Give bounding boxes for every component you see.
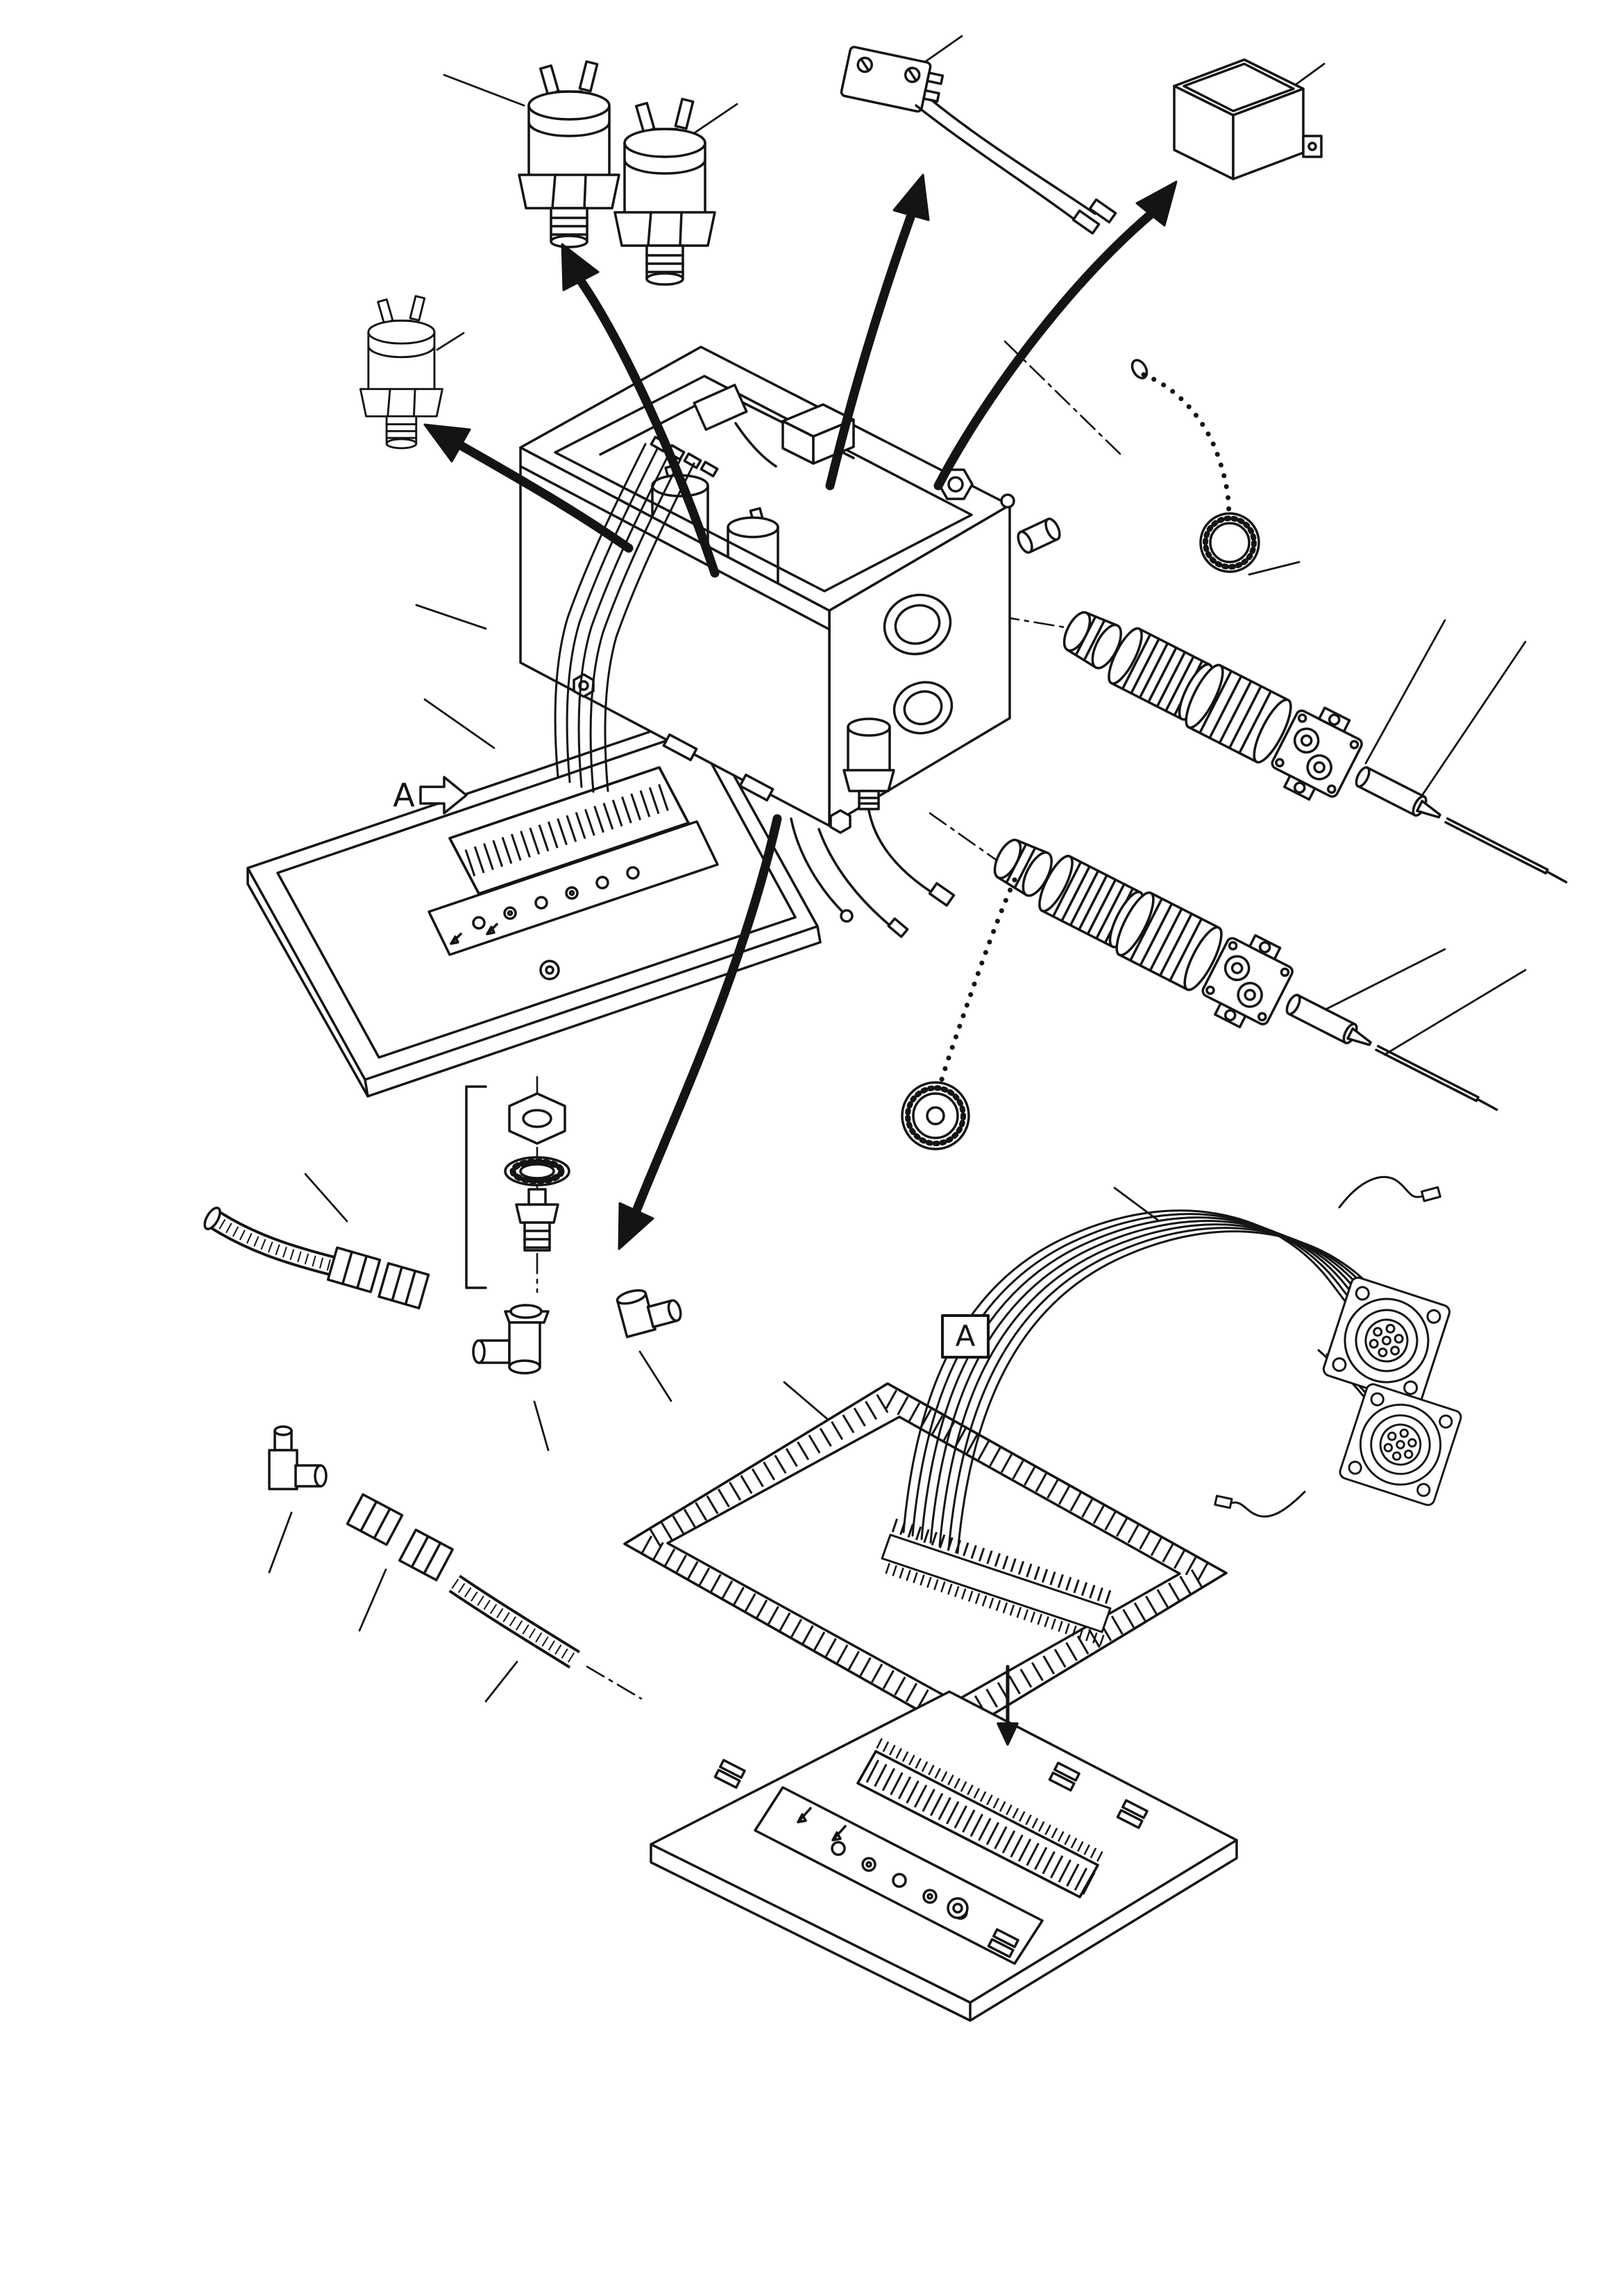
round-sealing-cap	[901, 1081, 970, 1150]
elbow-fitting-b	[616, 1289, 682, 1338]
hose-lower	[448, 1574, 580, 1669]
panel-terminal-strip	[856, 1737, 1103, 1898]
arrow-to-relay	[933, 180, 1178, 491]
hex-nut	[508, 1092, 566, 1145]
knurled-sealing-cap	[1199, 512, 1260, 573]
compression-nut-lower	[398, 1529, 454, 1581]
cap-retaining-chain-lower	[934, 877, 1017, 1103]
threaded-nipple	[515, 1188, 559, 1252]
assembly-arrow-small	[997, 1665, 1019, 1746]
box-connector-boss-lower	[892, 681, 954, 735]
arrow-to-pressure-switches	[561, 243, 720, 578]
detail-marker-letter: A	[956, 1319, 976, 1353]
lid-marker-letter: A	[393, 776, 415, 814]
box-connector-boss-upper	[883, 593, 952, 656]
hose-upper	[203, 1206, 350, 1280]
wiring-harness	[881, 1175, 1464, 1647]
pressure-switch-large-a	[518, 60, 620, 248]
arrow-to-fittings	[618, 814, 782, 1250]
quick-coupler-lower	[977, 813, 1519, 1150]
exterior-pressure-sender	[842, 717, 956, 907]
box-pigtail-wires	[790, 809, 909, 938]
lid-screw	[539, 960, 560, 980]
arrow-to-low-pressure-switch	[423, 423, 634, 553]
internal-micro-switch	[693, 384, 777, 468]
hinged-lid: A	[246, 713, 822, 1098]
hinge-tabs	[662, 733, 774, 802]
lid-instruction-plate	[427, 820, 719, 956]
pigtail-lead-lower	[1214, 1490, 1306, 1518]
lid-terminal-strip	[448, 766, 690, 895]
bottom-panel	[650, 1690, 1238, 2022]
front-wall-fitting	[573, 673, 595, 698]
compression-sleeve-lower	[346, 1493, 404, 1546]
pressure-switch-large-b	[613, 97, 716, 286]
ribbon-cable	[554, 443, 695, 793]
detail-marker: A	[941, 1314, 990, 1359]
quick-coupler-upper	[1047, 586, 1589, 922]
serrated-lock-washer	[504, 1156, 570, 1187]
pigtail-lead-upper	[1338, 1175, 1441, 1209]
explode-arrows	[423, 173, 1178, 1250]
cable-clip-1	[713, 1758, 746, 1789]
compression-sleeve-upper	[326, 1246, 382, 1293]
panel-connector-lower	[1337, 1381, 1464, 1508]
cap-retaining-chain-upper	[1130, 359, 1232, 522]
relay	[1173, 58, 1323, 180]
elbow-fitting-a	[472, 1304, 550, 1375]
lid-marker: A	[393, 776, 468, 815]
stack-bracket	[465, 1085, 487, 1289]
harness-edge-connector	[881, 1518, 1116, 1647]
spacer-sleeve	[1017, 518, 1061, 554]
panel-instruction-plate	[754, 1786, 1044, 1965]
push-button	[947, 1897, 969, 1919]
compression-nut-upper	[378, 1261, 430, 1310]
elbow-fitting-c	[268, 1425, 328, 1490]
arrow-to-micro-switch	[825, 173, 930, 491]
lid-marker-arrow-icon	[419, 776, 468, 815]
leader-lines	[268, 35, 1527, 1703]
micro-switch	[840, 46, 1117, 235]
